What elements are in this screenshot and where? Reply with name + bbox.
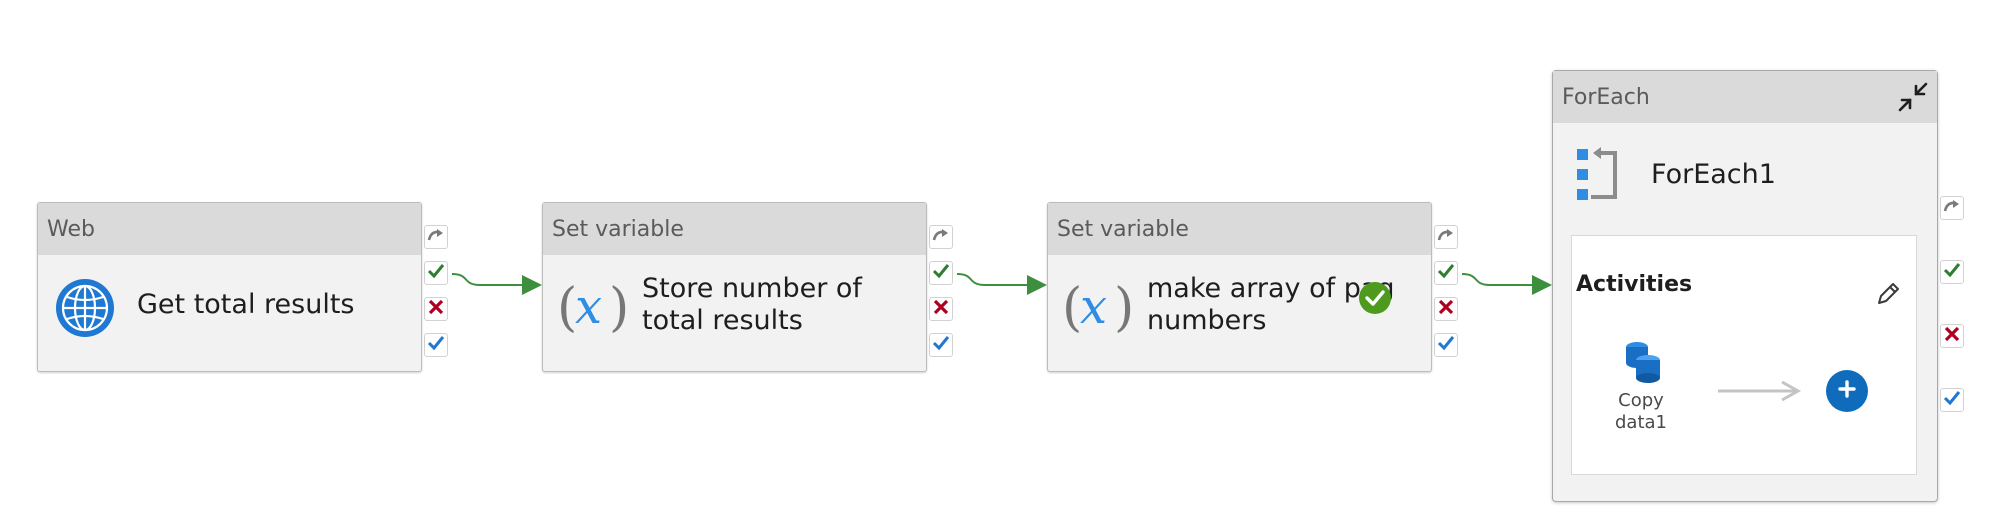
activity-type-label: Set variable	[1048, 203, 1431, 255]
skip-button[interactable]	[929, 225, 953, 249]
success-button[interactable]	[424, 261, 448, 285]
svg-text:): )	[609, 278, 629, 338]
arrow-icon	[1716, 380, 1802, 406]
check-icon	[1437, 263, 1455, 283]
skip-button[interactable]	[424, 225, 448, 249]
failure-button[interactable]	[424, 297, 448, 321]
completion-button[interactable]	[929, 333, 953, 357]
activity-name: ForEach1	[1651, 159, 1776, 190]
activity-type-label: ForEach	[1562, 84, 1650, 110]
connector-setvar1-to-setvar2	[956, 273, 1047, 295]
activity-set-variable-1[interactable]: Set variable ( x ) Store number of total…	[542, 202, 927, 372]
activity-type-label: Set variable	[543, 203, 926, 255]
success-button[interactable]	[929, 261, 953, 285]
inner-activities-panel[interactable]: Activities	[1571, 235, 1917, 475]
inner-activity-name: Copy data1	[1615, 390, 1667, 433]
skip-icon	[932, 228, 950, 247]
check-icon	[1943, 390, 1961, 410]
activity-web[interactable]: Web Get total results	[37, 202, 422, 372]
add-activity-button[interactable]	[1826, 370, 1868, 412]
globe-icon	[54, 277, 116, 343]
completion-button[interactable]	[1940, 388, 1964, 412]
failure-button[interactable]	[1940, 324, 1964, 348]
svg-text:x: x	[575, 279, 602, 335]
svg-text:x: x	[1080, 279, 1107, 335]
skip-icon	[1943, 199, 1961, 218]
activity-set-variable-2[interactable]: Set variable ( x ) make array of pag num…	[1047, 202, 1432, 372]
variable-icon: ( x )	[557, 275, 629, 343]
cross-icon	[1944, 326, 1960, 346]
skip-button[interactable]	[1434, 225, 1458, 249]
activity-name: Get total results	[137, 289, 355, 320]
skip-icon	[1437, 228, 1455, 247]
failure-button[interactable]	[1434, 297, 1458, 321]
completion-button[interactable]	[424, 333, 448, 357]
foreach-icon	[1577, 147, 1621, 207]
skip-button[interactable]	[1940, 196, 1964, 220]
copy-data-icon	[1623, 340, 1663, 388]
activity-type-label: Web	[38, 203, 421, 255]
check-icon	[427, 335, 445, 355]
completion-button[interactable]	[1434, 333, 1458, 357]
edit-icon[interactable]	[1874, 280, 1902, 308]
add-icon	[1838, 380, 1856, 402]
check-icon	[1943, 262, 1961, 282]
failure-button[interactable]	[929, 297, 953, 321]
status-success-icon	[1358, 281, 1392, 319]
cross-icon	[933, 299, 949, 319]
variable-icon: ( x )	[1062, 275, 1134, 343]
activity-foreach[interactable]: ForEach ForEach1 Activities	[1552, 70, 1938, 502]
check-icon	[932, 335, 950, 355]
check-icon	[932, 263, 950, 283]
skip-icon	[427, 228, 445, 247]
connector-web-to-setvar1	[451, 273, 542, 295]
inner-activity-copy[interactable]	[1606, 340, 1676, 440]
check-icon	[1437, 335, 1455, 355]
cross-icon	[1438, 299, 1454, 319]
connector-setvar2-to-foreach	[1461, 273, 1552, 295]
svg-text:(: (	[1062, 278, 1082, 338]
svg-text:): )	[1114, 278, 1134, 338]
check-icon	[427, 263, 445, 283]
success-button[interactable]	[1940, 260, 1964, 284]
success-button[interactable]	[1434, 261, 1458, 285]
activity-name: Store number of total results	[642, 273, 862, 336]
svg-text:(: (	[557, 278, 577, 338]
activities-heading: Activities	[1576, 272, 1693, 297]
collapse-icon[interactable]	[1895, 79, 1931, 115]
cross-icon	[428, 299, 444, 319]
